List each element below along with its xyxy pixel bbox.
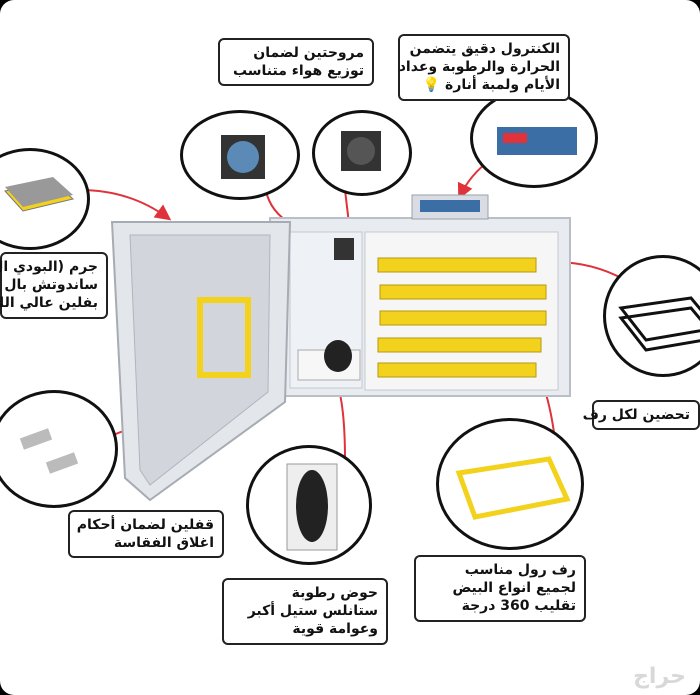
body-panel-circle [0, 148, 90, 250]
watermark: حراج [633, 664, 686, 689]
controller-circle [470, 88, 598, 188]
egg-basket-circle [603, 255, 700, 377]
tray-label: تحضين لكل رف [583, 400, 700, 431]
fan-right-circle [312, 110, 412, 196]
humidity-tray-circle [246, 445, 372, 565]
arrow-body [79, 189, 172, 221]
fan-left-circle [180, 110, 300, 200]
roller-tray-circle [436, 418, 584, 550]
locks-circle [0, 390, 118, 508]
